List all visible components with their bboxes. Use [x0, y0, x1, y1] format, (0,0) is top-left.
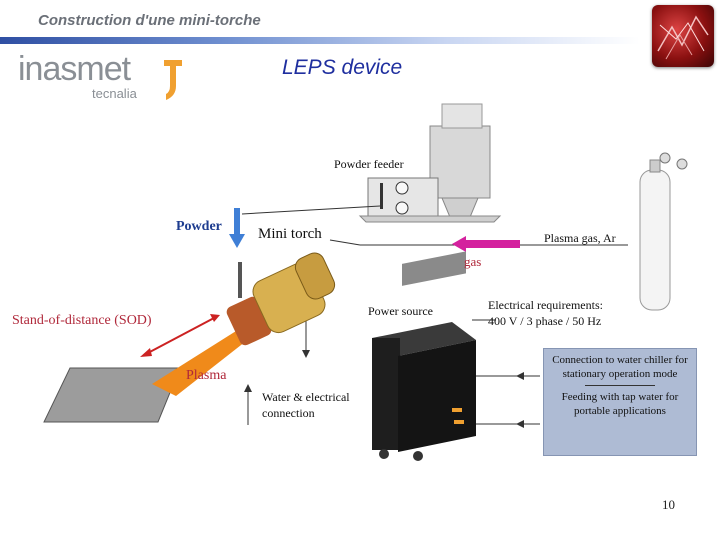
power-source-cabinet — [372, 251, 476, 461]
electrical-requirements-line1: Electrical requirements: — [488, 298, 603, 312]
plasma-label: Plasma — [186, 368, 227, 383]
corner-logo-icon — [652, 5, 714, 67]
powder-feeder-unit — [358, 103, 502, 223]
header-title: Construction d'une mini-torche — [38, 12, 261, 29]
plasma-gas-label: Plasma gas, Ar — [544, 231, 616, 245]
page-number: 10 — [662, 497, 675, 512]
info-box-divider — [585, 385, 655, 386]
water-connection-line1: Water & electrical — [262, 390, 350, 404]
power-source-label: Power source — [368, 304, 433, 318]
gas-label: gas — [464, 254, 482, 269]
gas-bottle — [639, 152, 688, 311]
corner-pattern-icon — [657, 15, 709, 60]
mini-torch — [226, 252, 336, 346]
info-box-text1: Connection to water chiller for stationa… — [552, 354, 688, 380]
water-connection-line2: connection — [262, 406, 315, 420]
powder-label: Powder — [176, 219, 222, 234]
workpiece-plate — [43, 367, 181, 423]
logo-name: inasmet — [18, 50, 131, 88]
info-box-text2: Feeding with tap water for portable appl… — [561, 391, 679, 417]
gas-arrow — [452, 236, 520, 252]
logo-mark-icon — [164, 60, 182, 100]
company-logo: inasmet tecnalia — [18, 50, 182, 101]
powder-feeder-label: Powder feeder — [334, 157, 404, 171]
electrical-requirements-line2: 400 V / 3 phase / 50 Hz — [488, 314, 602, 328]
cooling-info-box: Connection to water chiller for stationa… — [543, 348, 697, 456]
mini-torch-label: Mini torch — [258, 226, 322, 242]
powder-arrow — [234, 208, 240, 236]
plasma-jet — [152, 326, 250, 396]
slide-subtitle: LEPS device — [282, 56, 403, 79]
logo-sub: tecnalia — [92, 86, 137, 101]
sod-label: Stand-of-distance (SOD) — [12, 313, 152, 328]
header-bar — [0, 37, 640, 44]
